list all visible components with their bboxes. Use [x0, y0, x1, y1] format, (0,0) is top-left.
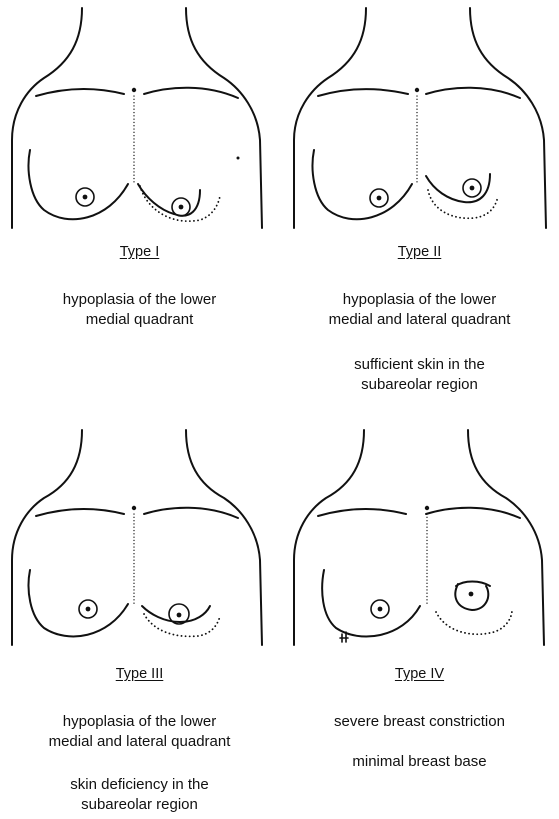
- torso-outline: [294, 430, 544, 645]
- left-breast-affected: [138, 184, 220, 221]
- type-label: Type I: [0, 244, 279, 260]
- torso-outline: [12, 430, 262, 645]
- torso-outline: [12, 8, 262, 228]
- right-breast: [29, 570, 128, 636]
- right-breast: [322, 570, 420, 642]
- caption-primary: severe breast constriction: [280, 712, 559, 732]
- panel-type-3: Type III hypoplasia of the lower medial …: [0, 410, 279, 819]
- caption-secondary: skin deficiency in the subareolar region: [0, 775, 279, 815]
- type-label: Type III: [0, 666, 279, 682]
- right-breast: [29, 150, 128, 219]
- left-breast-affected: [436, 582, 512, 635]
- caption-secondary: minimal breast base: [280, 752, 559, 772]
- torso-illustration-type-2: [280, 0, 559, 240]
- caption-primary: hypoplasia of the lower medial quadrant: [0, 290, 279, 330]
- panel-type-1: Type I hypoplasia of the lower medial qu…: [0, 0, 279, 409]
- panel-type-4: Type IV severe breast constriction minim…: [280, 410, 559, 819]
- left-breast-affected: [142, 604, 220, 636]
- caption-primary: hypoplasia of the lower medial and later…: [0, 712, 279, 752]
- torso-illustration-type-3: [0, 410, 279, 650]
- type-label: Type IV: [280, 666, 559, 682]
- panel-type-2: Type II hypoplasia of the lower medial a…: [280, 0, 559, 409]
- torso-illustration-type-1: [0, 0, 279, 240]
- right-breast: [313, 150, 412, 219]
- torso-outline: [294, 8, 546, 228]
- type-label: Type II: [280, 244, 559, 260]
- caption-secondary: sufficient skin in the subareolar region: [280, 355, 559, 395]
- left-breast-affected: [426, 174, 498, 218]
- scribble-mark: [340, 632, 348, 642]
- caption-primary: hypoplasia of the lower medial and later…: [280, 290, 559, 330]
- torso-illustration-type-4: [280, 410, 559, 650]
